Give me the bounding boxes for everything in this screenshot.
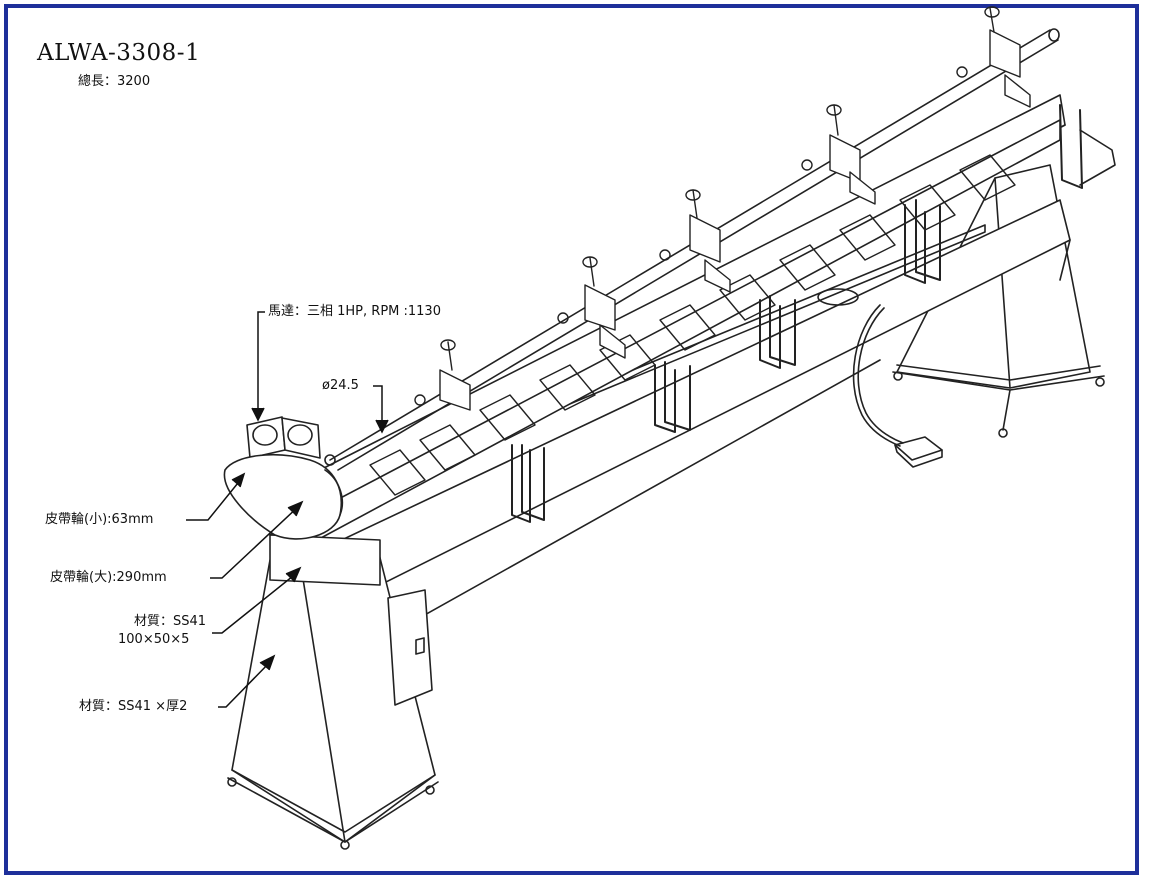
u-hangers	[511, 104, 1083, 523]
foot-pedal	[852, 304, 943, 468]
total-length: 總長：3200	[78, 74, 151, 89]
beam-size-callout: 100×50×5	[118, 632, 190, 647]
shaft-diameter-callout: ø24.5	[322, 378, 359, 393]
stand-material-callout: 材質：SS41 ×厚2	[79, 699, 188, 714]
control-box	[387, 589, 433, 706]
adjust-knobs	[414, 6, 1000, 406]
model-number: ALWA-3308-1	[37, 40, 201, 66]
rod-brackets	[439, 29, 1031, 411]
belt-guard	[223, 454, 344, 540]
large-pulley-callout: 皮帶輪(大):290mm	[50, 570, 167, 585]
beam-hole	[817, 288, 859, 306]
motor-callout: 馬達：三相 1HP, RPM :1130	[268, 304, 441, 319]
motor	[246, 416, 321, 459]
small-pulley-callout: 皮帶輪(小):63mm	[45, 512, 154, 527]
beam-material-callout: 材質：SS41	[134, 614, 207, 629]
